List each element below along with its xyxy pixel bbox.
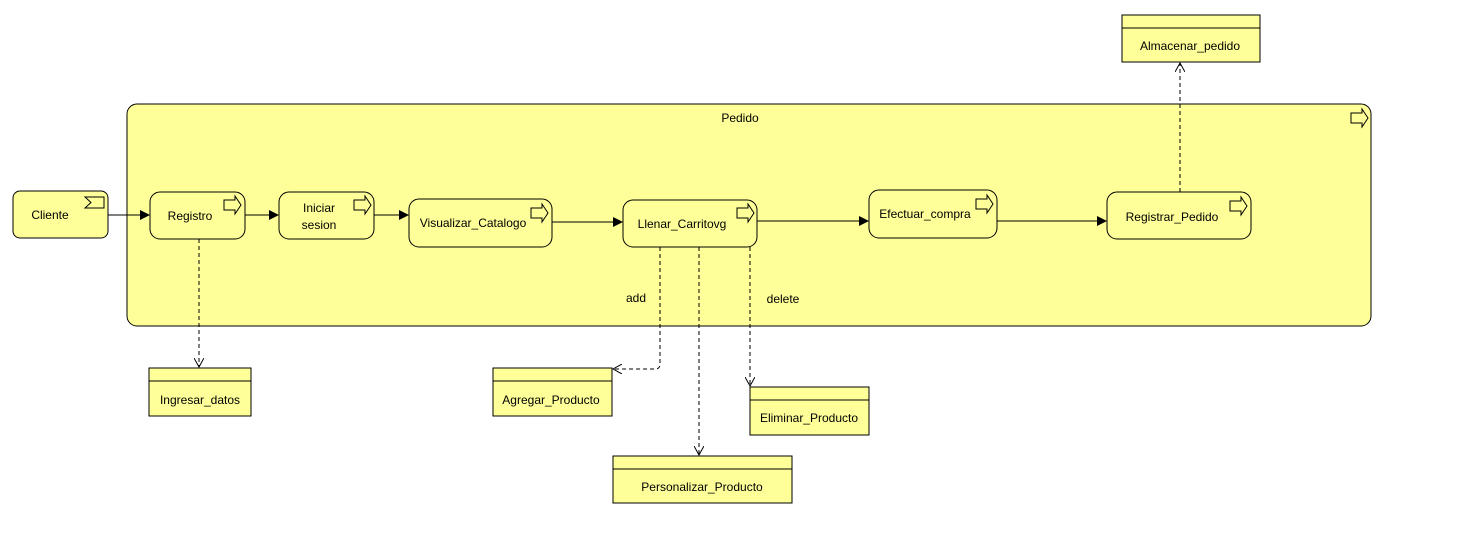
objflow-llenar-agregar xyxy=(613,247,661,369)
efectuar-compra-action[interactable]: Efectuar_compra xyxy=(868,189,998,239)
iniciar-sesion-action[interactable]: Iniciar sesion xyxy=(278,191,375,240)
pedido-title: Pedido xyxy=(721,111,759,125)
call-behavior-icon xyxy=(975,193,994,215)
agregar-producto-object[interactable]: Agregar_Producto xyxy=(492,367,613,417)
personalizar-producto-object[interactable]: Personalizar_Producto xyxy=(612,455,793,504)
call-behavior-icon xyxy=(530,202,549,224)
almacenar-label: Almacenar_pedido xyxy=(1140,39,1240,53)
receive-signal-icon xyxy=(83,196,105,209)
edge-label-delete: delete xyxy=(767,292,800,306)
visualizar-catalogo-action[interactable]: Visualizar_Catalogo xyxy=(408,198,553,248)
iniciar-label-line1: Iniciar xyxy=(303,201,335,215)
ingresar-datos-object[interactable]: Ingresar_datos xyxy=(148,367,252,417)
almacenar-pedido-object[interactable]: Almacenar_pedido xyxy=(1121,14,1261,63)
cliente-node[interactable]: Cliente xyxy=(12,190,109,239)
registro-action[interactable]: Registro xyxy=(149,191,246,240)
edge-label-add: add xyxy=(626,291,646,305)
iniciar-label-line2: sesion xyxy=(302,218,337,232)
visualizar-label: Visualizar_Catalogo xyxy=(420,216,527,230)
agregar-label: Agregar_Producto xyxy=(502,393,600,407)
eliminar-producto-object[interactable]: Eliminar_Producto xyxy=(749,386,870,436)
eliminar-label: Eliminar_Producto xyxy=(760,411,858,425)
registro-label: Registro xyxy=(168,209,213,223)
cliente-label: Cliente xyxy=(31,208,69,222)
call-behavior-icon xyxy=(353,194,372,216)
llenar-carrito-action[interactable]: Llenar_Carritovg xyxy=(622,199,758,248)
registrar-label: Registrar_Pedido xyxy=(1126,210,1219,224)
registrar-pedido-action[interactable]: Registrar_Pedido xyxy=(1106,191,1252,240)
container-arrow-icon xyxy=(1350,107,1369,129)
efectuar-label: Efectuar_compra xyxy=(879,207,971,221)
personalizar-label: Personalizar_Producto xyxy=(641,480,763,494)
call-behavior-icon xyxy=(223,194,242,216)
call-behavior-icon xyxy=(736,202,755,224)
ingresar-label: Ingresar_datos xyxy=(160,393,240,407)
call-behavior-icon xyxy=(1229,195,1248,217)
llenar-label: Llenar_Carritovg xyxy=(638,217,727,231)
